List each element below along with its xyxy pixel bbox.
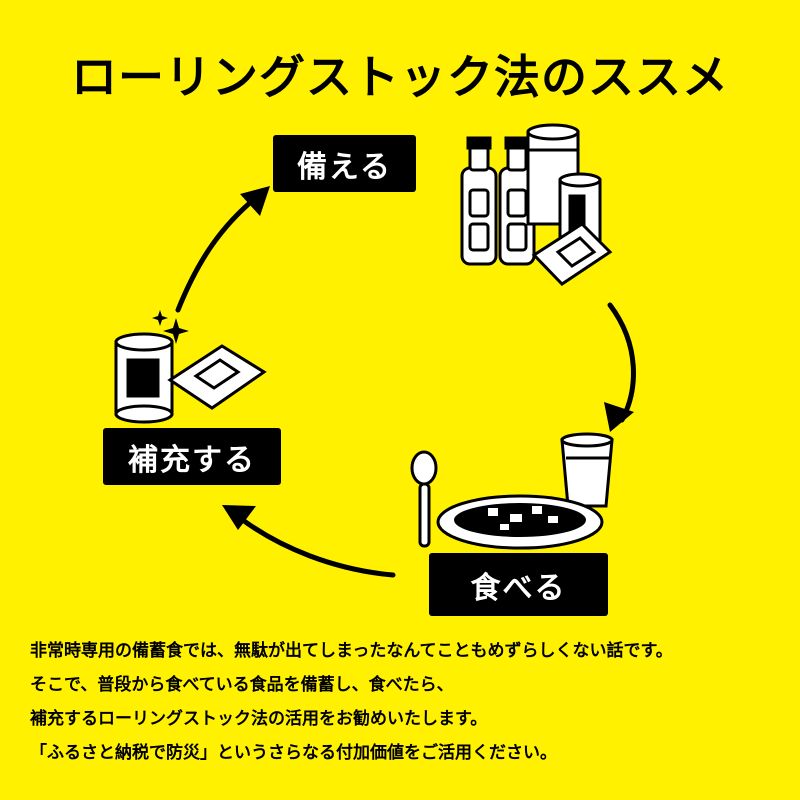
glass-icon xyxy=(560,432,614,508)
canned-food-icon xyxy=(526,123,602,252)
description-line: 非常時専用の備蓄食では、無駄が出てしまったなんてこともめずらしくない話です。 xyxy=(30,641,673,661)
arrowheads xyxy=(222,186,634,530)
description-line: 「ふるさと納税で防災」というさらなる付加価値をご活用ください。 xyxy=(30,743,557,763)
water-bottle-icon xyxy=(460,136,536,266)
description-line: 補充するローリングストック法の活用をお勧めいたします。 xyxy=(30,709,488,729)
spoon-icon xyxy=(410,450,438,548)
cycle-step-eat: 食べる xyxy=(429,553,608,616)
cycle-step-refill: 補充する xyxy=(103,428,281,485)
page-title: ローリングストック法のススメ xyxy=(71,50,729,104)
retort-pouch-icon xyxy=(167,344,267,410)
description-text: 非常時専用の備蓄食では、無駄が出てしまったなんてこともめずらしくない話です。 そ… xyxy=(30,634,790,770)
cycle-step-prepare: 備える xyxy=(273,135,416,192)
retort-pouch-icon xyxy=(531,222,613,286)
cycle-arrow-icon xyxy=(175,193,636,578)
canned-food-icon xyxy=(114,332,174,424)
sparkle-icon xyxy=(152,310,189,344)
description-line: そこで、普段から食べている食品を備蓄し、食べたら、 xyxy=(30,675,454,695)
curry-plate-icon xyxy=(436,494,604,550)
